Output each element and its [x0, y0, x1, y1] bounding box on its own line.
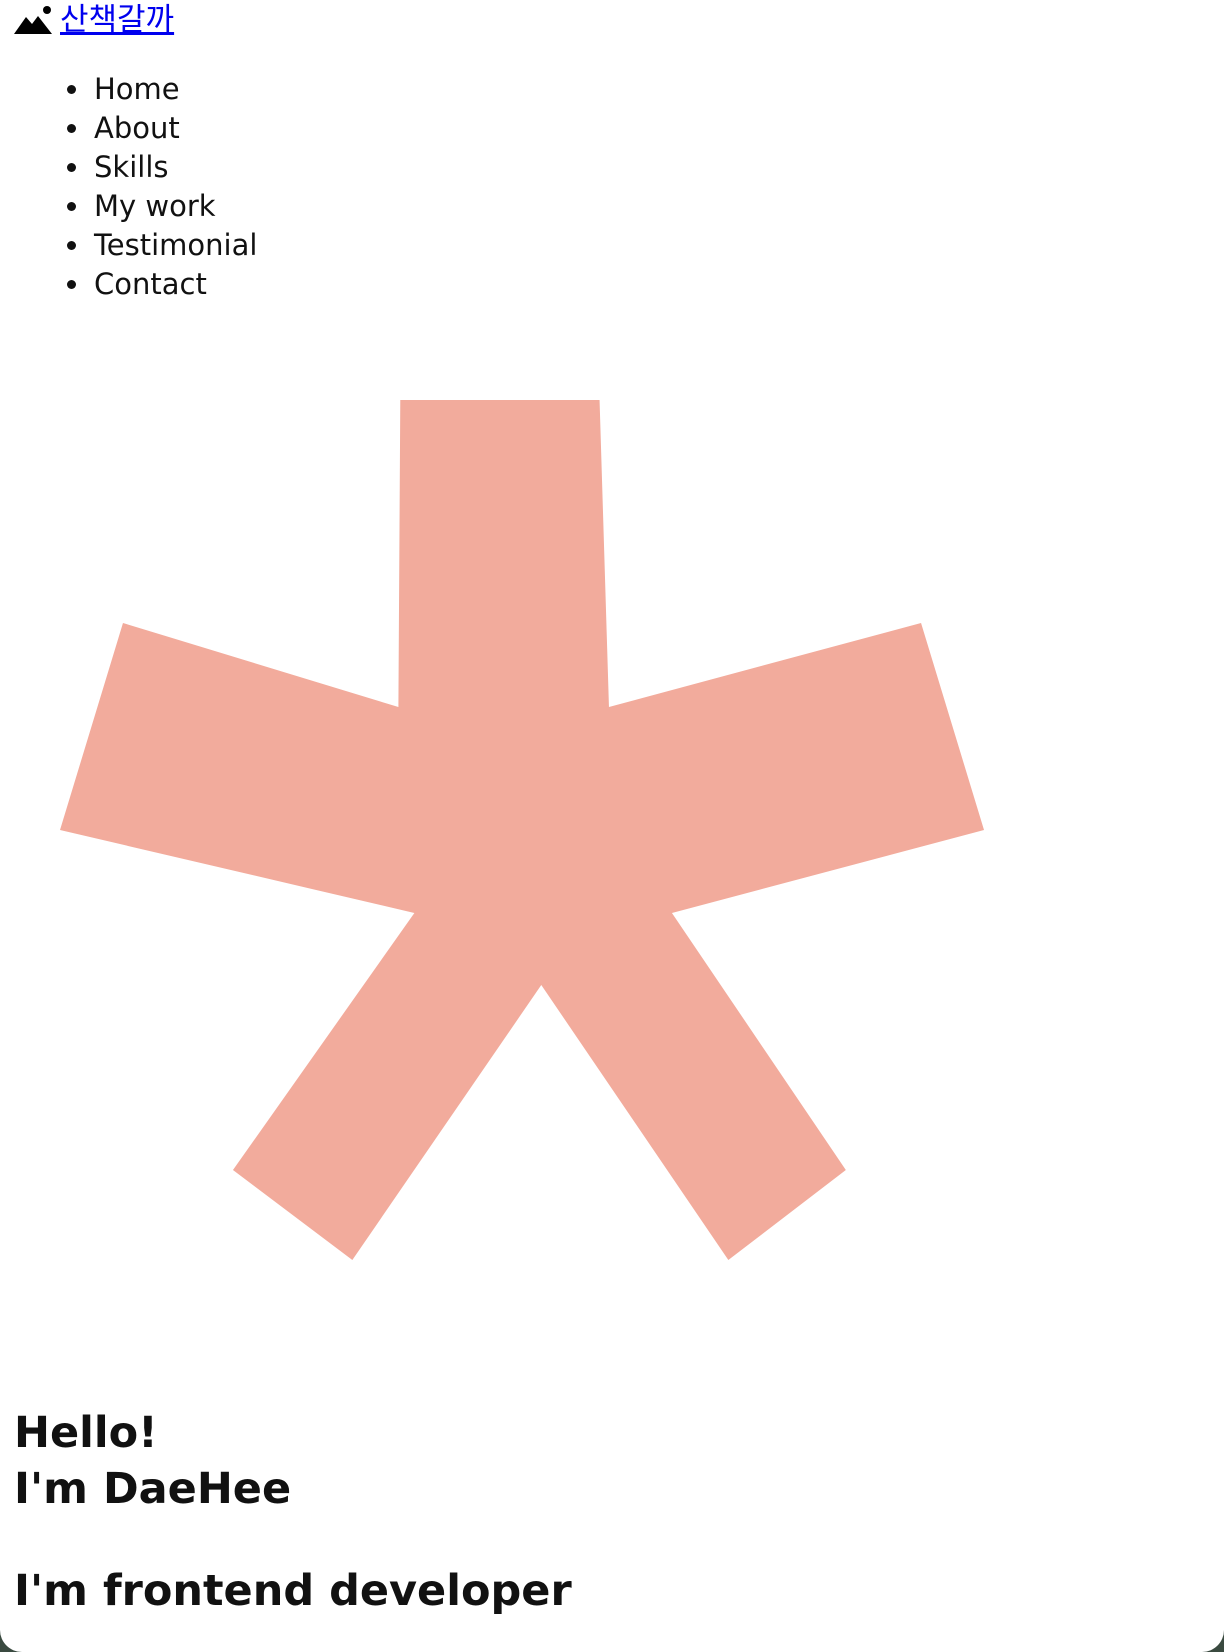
nav-item-label[interactable]: Testimonial: [94, 228, 258, 262]
mountain-sun-icon: [14, 6, 52, 34]
header-logo[interactable]: 산책갈까: [14, 2, 174, 38]
hero-greeting-line2: I'm DaeHee: [14, 1464, 292, 1514]
nav-item-label[interactable]: My work: [94, 189, 216, 223]
nav-item-skills[interactable]: Skills: [92, 148, 257, 187]
main-nav: Home About Skills My work Testimonial Co…: [0, 70, 257, 304]
nav-item-home[interactable]: Home: [92, 70, 257, 109]
nav-item-testimonial[interactable]: Testimonial: [92, 226, 257, 265]
hero-subtitle: I'm frontend developer: [14, 1566, 572, 1616]
nav-item-about[interactable]: About: [92, 109, 257, 148]
nav-item-my-work[interactable]: My work: [92, 187, 257, 226]
nav-item-label[interactable]: Skills: [94, 150, 169, 184]
nav-item-label[interactable]: Home: [94, 72, 180, 106]
nav-item-contact[interactable]: Contact: [92, 265, 257, 304]
nav-item-label[interactable]: Contact: [94, 267, 207, 301]
asterisk-star-shape: [60, 400, 985, 1260]
asterisk-star-icon: [60, 400, 985, 1260]
hero-greeting-line1: Hello!: [14, 1408, 158, 1458]
hero-greeting: Hello! I'm DaeHee: [14, 1405, 291, 1517]
logo-link[interactable]: 산책갈까: [60, 2, 175, 38]
nav-item-label[interactable]: About: [94, 111, 180, 145]
